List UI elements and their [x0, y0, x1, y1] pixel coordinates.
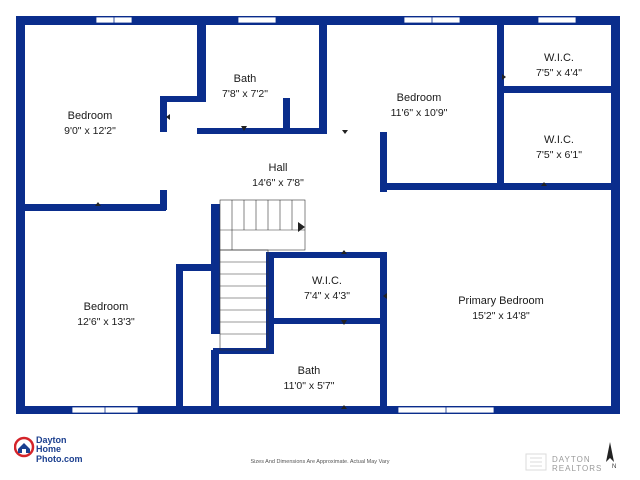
wall-bedroom1-bottom	[16, 204, 166, 211]
north-label: N	[612, 464, 617, 470]
wall-hall-right	[380, 132, 387, 192]
room-label-wic-1: W.I.C. 7'5" x 4'4"	[519, 51, 599, 80]
wall-wic3-right	[380, 252, 387, 354]
wall-bath2-top	[213, 348, 273, 354]
room-dimensions: 7'5" x 4'4"	[536, 66, 582, 79]
wall-wic3-bottom	[266, 318, 387, 324]
room-dimensions: 7'5" x 6'1"	[536, 148, 582, 161]
room-name: Bath	[297, 365, 321, 377]
wall-bath1-bottom	[197, 128, 327, 134]
room-name: Hall	[268, 162, 288, 174]
door-markers	[95, 74, 547, 409]
room-label-bedroom-1: Bedroom 9'0" x 12'2"	[50, 109, 130, 138]
logo-line: Photo.com	[36, 453, 83, 464]
wall-left	[16, 16, 25, 414]
room-dimensions: 7'4" x 4'3"	[304, 289, 350, 302]
wall-bedroom3-right	[176, 264, 183, 412]
wall-bedroom1-right-upper	[160, 96, 167, 132]
wall-right	[611, 16, 620, 414]
room-label-bath-1: Bath 7'8" x 7'2"	[205, 72, 285, 101]
room-name: W.I.C.	[312, 275, 342, 287]
wall-wic3-top	[266, 252, 387, 258]
wall-bedroom3-notch	[178, 264, 220, 271]
window-mullions	[104, 17, 447, 413]
room-name: Bedroom	[83, 301, 129, 313]
room-label-hall: Hall 14'6" x 7'8"	[238, 161, 318, 190]
room-name: Bath	[233, 73, 257, 85]
realtor-watermark-logo	[525, 453, 547, 471]
walls	[16, 16, 620, 414]
wall-bottom	[16, 406, 620, 414]
room-label-wic-3: W.I.C. 7'4" x 4'3"	[287, 274, 367, 303]
room-label-wic-2: W.I.C. 7'5" x 6'1"	[519, 133, 599, 162]
room-name: W.I.C.	[544, 52, 574, 64]
logo-line: Dayton	[36, 435, 67, 445]
logo-line: Home	[36, 444, 62, 455]
room-dimensions: 11'6" x 10'9"	[390, 106, 448, 119]
logo-text: Dayton Home Photo.com	[36, 435, 83, 464]
room-dimensions: 12'6" x 13'3"	[77, 315, 135, 328]
wall-wic2-bottom	[384, 183, 620, 190]
room-label-bath-2: Bath 11'0" x 5'7"	[269, 364, 349, 393]
room-label-primary-bedroom: Primary Bedroom 15'2" x 14'8"	[431, 294, 571, 323]
room-name: Primary Bedroom	[458, 295, 544, 307]
wall-top	[16, 16, 620, 25]
room-label-bedroom-3: Bedroom 12'6" x 13'3"	[66, 300, 146, 329]
disclaimer-text: Sizes And Dimensions Are Approximate. Ac…	[250, 459, 390, 465]
wall-bath1-left	[197, 22, 206, 102]
stairs	[219, 199, 306, 351]
window	[237, 16, 277, 24]
wall-bedroom1-right-lower	[160, 190, 167, 210]
dayton-home-photo-logo	[14, 436, 35, 458]
room-name: Bedroom	[396, 92, 442, 104]
wall-bedroom1-notch	[160, 96, 204, 102]
north-arrow-icon	[606, 442, 614, 462]
window	[537, 16, 577, 24]
room-dimensions: 15'2" x 14'8"	[472, 309, 530, 322]
wall-wic3-left	[266, 252, 274, 354]
room-label-bedroom-2: Bedroom 11'6" x 10'9"	[369, 91, 469, 120]
room-dimensions: 9'0" x 12'2"	[64, 124, 116, 137]
room-name: Bedroom	[67, 110, 113, 122]
room-dimensions: 11'0" x 5'7"	[283, 379, 335, 392]
wall-wic-left	[497, 22, 504, 190]
wall-bath1-inner	[283, 98, 290, 130]
room-dimensions: 7'8" x 7'2"	[222, 87, 268, 100]
wall-bath2-left	[211, 350, 219, 410]
wall-bath2-right	[380, 352, 387, 412]
stair-direction-arrow	[298, 222, 305, 232]
watermark-text: DAYTON REALTORS	[552, 455, 603, 473]
wall-wic1-bottom	[497, 86, 620, 93]
room-name: W.I.C.	[544, 134, 574, 146]
wall-bath1-right	[319, 22, 327, 132]
room-dimensions: 14'6" x 7'8"	[252, 176, 304, 189]
